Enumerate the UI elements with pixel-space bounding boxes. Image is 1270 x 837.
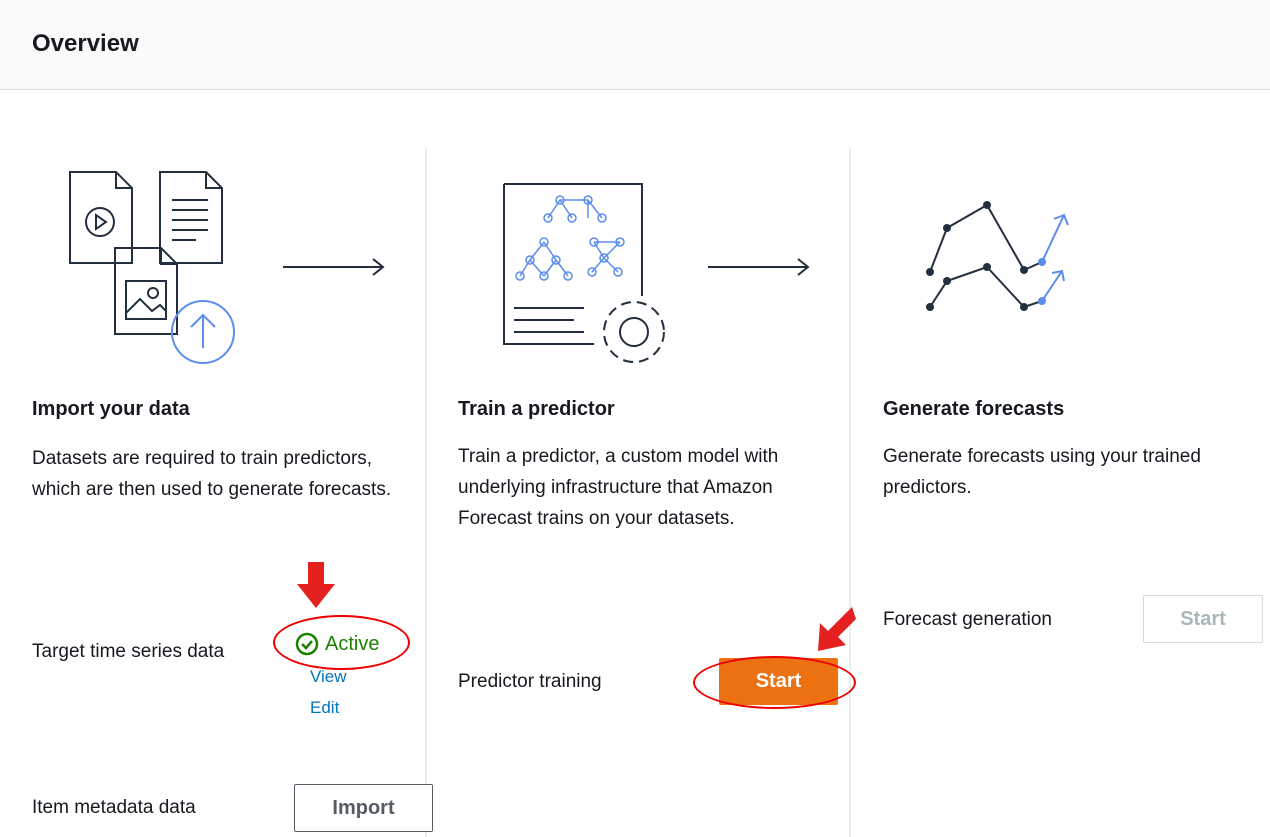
import-button[interactable]: Import bbox=[294, 784, 433, 832]
column-divider bbox=[849, 147, 851, 837]
train-predictor-description: Train a predictor, a custom model with u… bbox=[458, 446, 779, 529]
forecast-chart-icon bbox=[926, 201, 1069, 311]
import-data-description: Datasets are required to train predictor… bbox=[32, 448, 392, 500]
annotation-circle bbox=[693, 656, 856, 709]
import-data-icon bbox=[69, 171, 235, 364]
target-time-series-label: Target time series data bbox=[32, 641, 225, 662]
train-predictor-icon bbox=[503, 183, 665, 363]
predictor-training-label: Predictor training bbox=[458, 671, 602, 692]
generate-forecasts-title: Generate forecasts bbox=[883, 398, 1065, 420]
start-forecast-button[interactable]: Start bbox=[1143, 595, 1263, 643]
edit-link[interactable]: Edit bbox=[310, 698, 340, 717]
column-divider bbox=[425, 147, 427, 837]
view-link[interactable]: View bbox=[310, 667, 347, 686]
page-title: Overview bbox=[32, 30, 139, 57]
page-header: Overview bbox=[0, 0, 1270, 90]
train-predictor-title: Train a predictor bbox=[458, 398, 615, 420]
import-data-title: Import your data bbox=[32, 398, 190, 420]
forecast-generation-label: Forecast generation bbox=[883, 609, 1052, 630]
generate-forecasts-description: Generate forecasts using your trained pr… bbox=[883, 446, 1201, 498]
annotation-arrow-down-left-icon bbox=[818, 607, 856, 651]
item-metadata-label: Item metadata data bbox=[32, 797, 196, 818]
annotation-circle bbox=[273, 615, 410, 670]
annotation-arrow-down-icon bbox=[297, 562, 335, 608]
arrow-right-icon bbox=[708, 258, 810, 276]
arrow-right-icon bbox=[283, 258, 385, 276]
